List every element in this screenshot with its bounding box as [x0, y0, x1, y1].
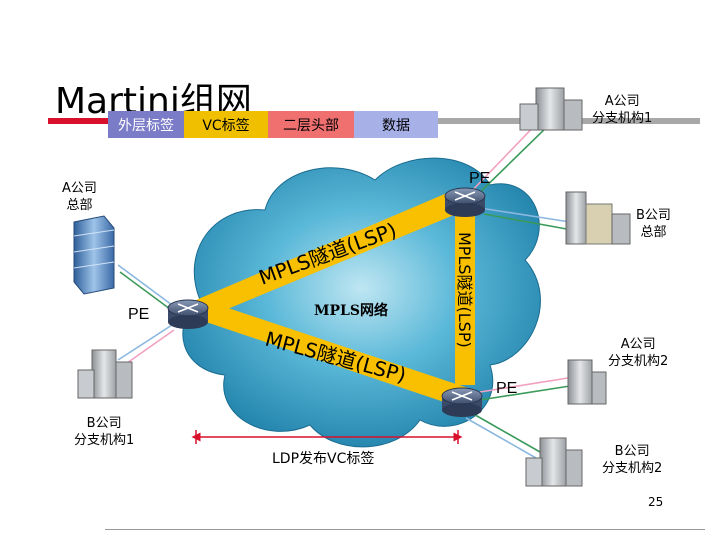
- building-a-branch1: [519, 87, 583, 131]
- access-links: [117, 114, 573, 459]
- router-pe-bottom: [441, 387, 483, 417]
- mpls-cloud: [182, 157, 541, 448]
- network-label: MPLS网络: [314, 302, 388, 319]
- data-segment: 数据: [354, 111, 438, 138]
- site-a-branch1-line1: A公司: [604, 94, 640, 109]
- title-underline-red: [48, 118, 108, 124]
- pe-bottom-label: PE: [496, 380, 518, 397]
- building-b-branch2: [525, 437, 583, 487]
- l2-header-segment: 二层头部: [268, 111, 354, 138]
- site-b-branch2-label: B公司 分支机构2: [602, 443, 662, 477]
- site-b-hq-line1: B公司: [636, 208, 671, 223]
- building-b-branch1: [77, 349, 133, 399]
- tunnel-upper: [196, 190, 466, 318]
- router-pe-left: [167, 299, 209, 329]
- tunnel-right-label: MPLS隧道(LSP): [455, 232, 474, 348]
- site-b-branch1-label: B公司 分支机构1: [74, 415, 134, 449]
- site-a-branch2-line1: A公司: [620, 337, 656, 352]
- router-pe-top: [444, 187, 486, 217]
- building-a-branch2: [567, 359, 607, 405]
- pe-top-label: PE: [469, 170, 491, 187]
- ldp-label: LDP发布VC标签: [272, 451, 375, 467]
- pe-left-label: PE: [128, 306, 150, 323]
- site-b-hq-label: B公司 总部: [636, 207, 671, 241]
- site-b-branch1-line2: 分支机构1: [74, 433, 135, 448]
- site-a-branch2-label: A公司 分支机构2: [608, 336, 668, 370]
- site-a-branch1-line2: 分支机构1: [592, 111, 653, 126]
- outer-label-segment: 外层标签: [108, 111, 184, 138]
- footer-rule: [105, 529, 705, 530]
- building-b-hq: [565, 191, 631, 245]
- site-b-branch2-line1: B公司: [614, 444, 650, 459]
- site-a-hq-label: A公司 总部: [62, 180, 97, 214]
- site-a-branch2-line2: 分支机构2: [608, 354, 669, 369]
- site-a-branch1-label: A公司 分支机构1: [592, 93, 652, 127]
- vc-label-segment: VC标签: [184, 111, 268, 138]
- building-a-hq: [73, 215, 115, 295]
- site-b-hq-line2: 总部: [640, 225, 667, 240]
- tunnel-right: [455, 210, 475, 385]
- page-number: 25: [648, 495, 664, 509]
- site-a-hq-line2: 总部: [66, 198, 93, 213]
- site-b-branch2-line2: 分支机构2: [602, 461, 663, 476]
- site-b-branch1-line1: B公司: [86, 416, 122, 431]
- tunnel-lower: [200, 302, 468, 406]
- site-a-hq-line1: A公司: [62, 181, 97, 196]
